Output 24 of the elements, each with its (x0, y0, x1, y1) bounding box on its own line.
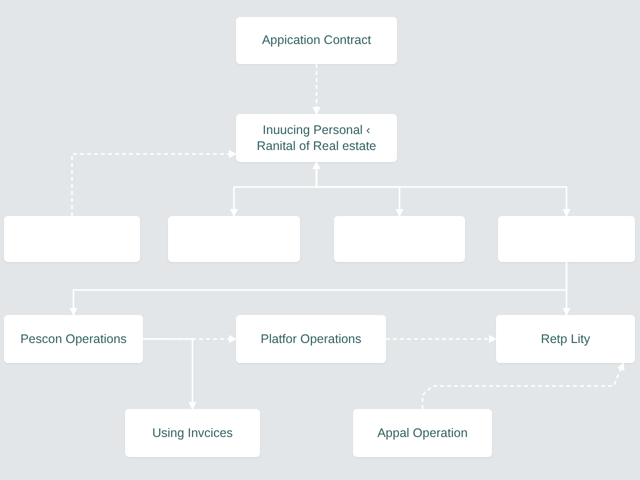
arrow (71, 150, 237, 216)
process-box (236, 114, 397, 162)
process-box (4, 216, 140, 262)
process-box (236, 315, 386, 363)
box-label: Retp Lity (540, 330, 590, 348)
process-box (334, 216, 465, 262)
box-label: Using Invcices (152, 424, 233, 442)
box-label: Platfor Operations (260, 330, 362, 348)
box-label: Inuucing Personal ‹ Ranital of Real estate (256, 122, 378, 154)
process-box (236, 17, 397, 64)
process-box (496, 315, 635, 363)
process-box (125, 409, 260, 457)
box-label: Appal Operation (377, 424, 468, 442)
box-label: Pescon Operations (20, 330, 127, 348)
arrow (386, 335, 497, 343)
process-box (353, 409, 492, 457)
arrow (422, 362, 624, 409)
process-box (498, 216, 635, 262)
arrow (143, 338, 196, 410)
process-box (168, 216, 300, 262)
arrow (312, 64, 320, 115)
arrow (562, 262, 570, 316)
process-box (4, 315, 143, 363)
box-label: Appication Contract (262, 32, 372, 49)
